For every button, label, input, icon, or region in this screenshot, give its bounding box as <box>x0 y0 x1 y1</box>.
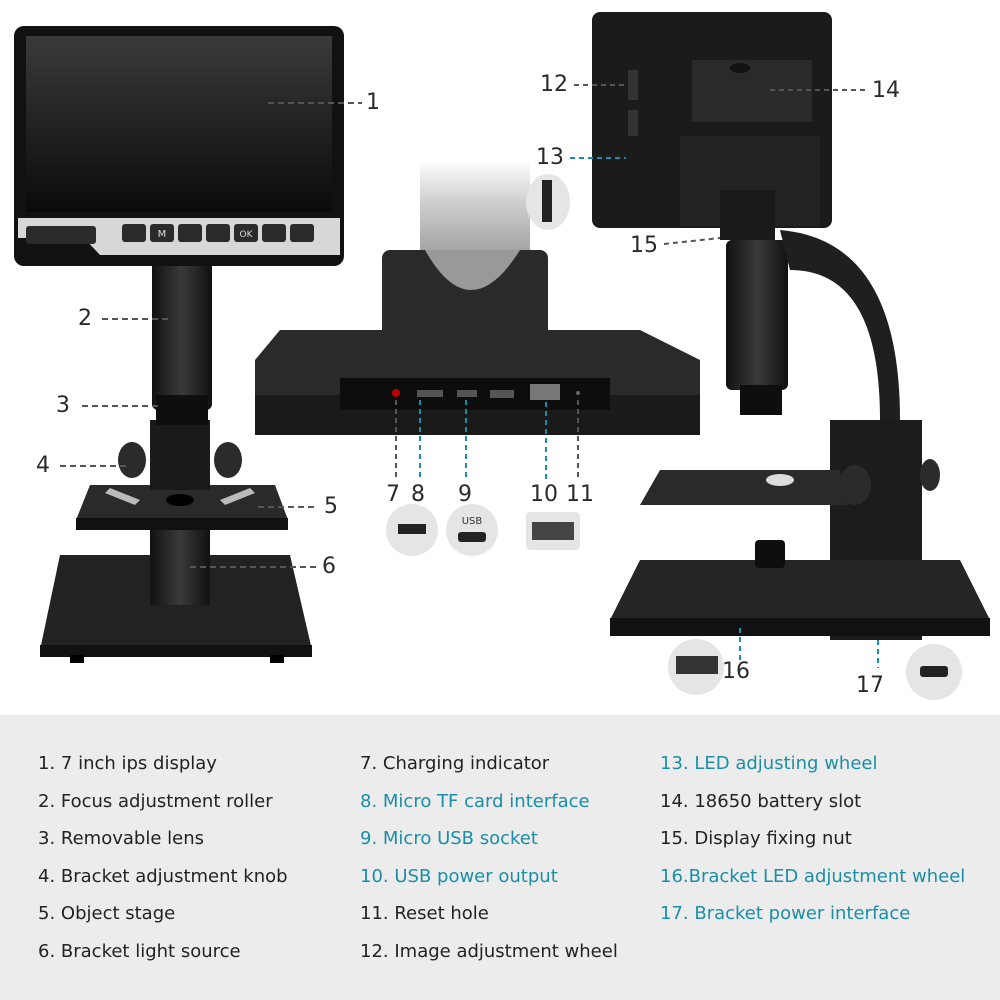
button-ok-label: OK <box>240 230 254 240</box>
feature-legend: 1. 7 inch ips display 2. Focus adjustmen… <box>0 715 1000 1000</box>
callout-3: 3 <box>56 393 70 418</box>
callout-5: 5 <box>324 494 338 519</box>
legend-item: 7. Charging indicator <box>360 753 550 774</box>
legend-item: 1. 7 inch ips display <box>38 753 217 774</box>
callout-11: 11 <box>566 482 594 507</box>
button-m-label: M <box>158 229 167 240</box>
legend-item: 14. 18650 battery slot <box>660 790 862 812</box>
legend-item: 5. Object stage <box>38 903 176 924</box>
callout-2: 2 <box>78 306 92 331</box>
callout-4: 4 <box>36 453 50 478</box>
microscope-illustration: M OK <box>14 12 990 700</box>
callout-7: 7 <box>386 482 400 507</box>
legend-column-3: 13. LED adjusting wheel 14. 18650 batter… <box>660 745 965 933</box>
legend-item: 13. LED adjusting wheel <box>660 753 878 774</box>
callout-14: 14 <box>872 78 900 103</box>
legend-item: 10. USB power output <box>360 865 558 887</box>
legend-column-2: 7. Charging indicator 8. Micro TF card i… <box>360 745 618 970</box>
product-photo-area: M OK <box>14 12 990 700</box>
legend-item: 2. Focus adjustment roller <box>38 790 273 812</box>
legend-item: 17. Bracket power interface <box>660 903 911 924</box>
callout-12: 12 <box>540 72 568 97</box>
legend-item: 9. Micro USB socket <box>360 828 538 849</box>
callout-16: 16 <box>722 659 750 684</box>
callout-1: 1 <box>366 90 380 115</box>
display-buttons: M OK <box>122 224 314 242</box>
callout-15: 15 <box>630 233 658 258</box>
legend-item: 16.Bracket LED adjustment wheel <box>660 865 966 887</box>
inset-usb-label: USB <box>462 516 483 527</box>
callout-13: 13 <box>536 145 564 170</box>
legend-item: 11. Reset hole <box>360 903 489 924</box>
callout-17: 17 <box>856 673 884 698</box>
callout-8: 8 <box>411 482 425 507</box>
left-microscope: M OK <box>14 26 362 663</box>
legend-item: 3. Removable lens <box>38 828 204 849</box>
legend-item: 6. Bracket light source <box>38 940 241 962</box>
callout-6: 6 <box>322 554 336 579</box>
right-microscope <box>526 12 990 700</box>
callout-10: 10 <box>530 482 558 507</box>
legend-item: 12. Image adjustment wheel <box>360 940 618 962</box>
center-display-ports: USB <box>255 160 700 556</box>
legend-item: 4. Bracket adjustment knob <box>38 865 288 887</box>
legend-item: 15. Display fixing nut <box>660 828 852 849</box>
legend-column-1: 1. 7 inch ips display 2. Focus adjustmen… <box>38 745 288 970</box>
legend-item: 8. Micro TF card interface <box>360 790 590 812</box>
callout-9: 9 <box>458 482 472 507</box>
